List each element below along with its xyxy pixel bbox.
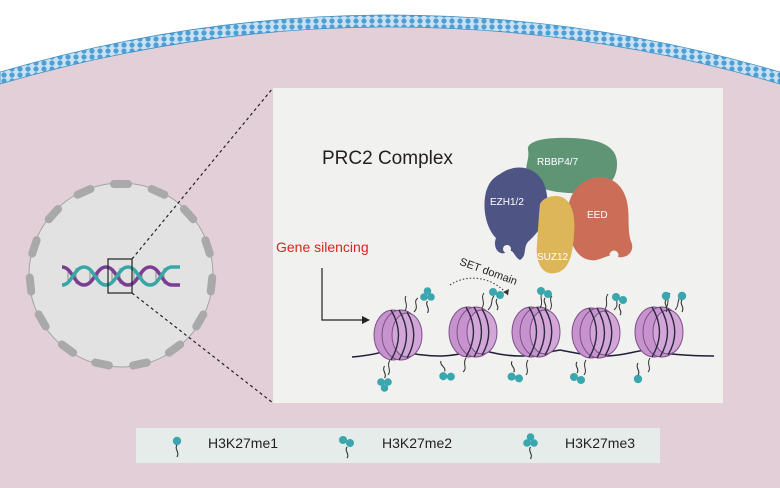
cell-membrane	[0, 14, 780, 85]
legend-label-me3: H3K27me3	[565, 435, 636, 451]
legend-label-me1: H3K27me1	[208, 435, 279, 451]
gene-silencing-arrowhead	[362, 316, 370, 324]
histone-marks	[376, 286, 687, 393]
legend-label-me2: H3K27me2	[382, 435, 453, 451]
eed-label: EED	[587, 210, 608, 221]
prc2-complex	[484, 137, 633, 274]
ezh-label: EZH1/2	[490, 197, 524, 208]
set-domain-arrowhead	[503, 289, 509, 295]
nucleosome-5	[634, 306, 684, 358]
gene-silencing-arrow	[321, 268, 366, 321]
subunit-suz	[536, 196, 575, 274]
zoom-line-top	[131, 87, 274, 260]
nucleosome-2	[448, 306, 498, 358]
nuclear-pore-ring	[25, 180, 217, 370]
zoom-box	[107, 258, 133, 294]
gene-silencing-label: Gene silencing	[276, 239, 369, 255]
nucleosome-1	[373, 309, 423, 361]
subunit-ezh	[484, 167, 548, 260]
suz-label: SUZ12	[537, 252, 569, 263]
legend-panel	[136, 428, 660, 463]
rbbp-label: RBBP4/7	[537, 157, 579, 168]
subunit-eed	[567, 177, 633, 261]
dna-helix	[61, 265, 180, 287]
outside-cell-region	[0, 0, 780, 78]
nucleosome-4	[571, 307, 621, 359]
complex-title: PRC2 Complex	[322, 148, 453, 169]
nucleosome-3	[511, 306, 561, 358]
